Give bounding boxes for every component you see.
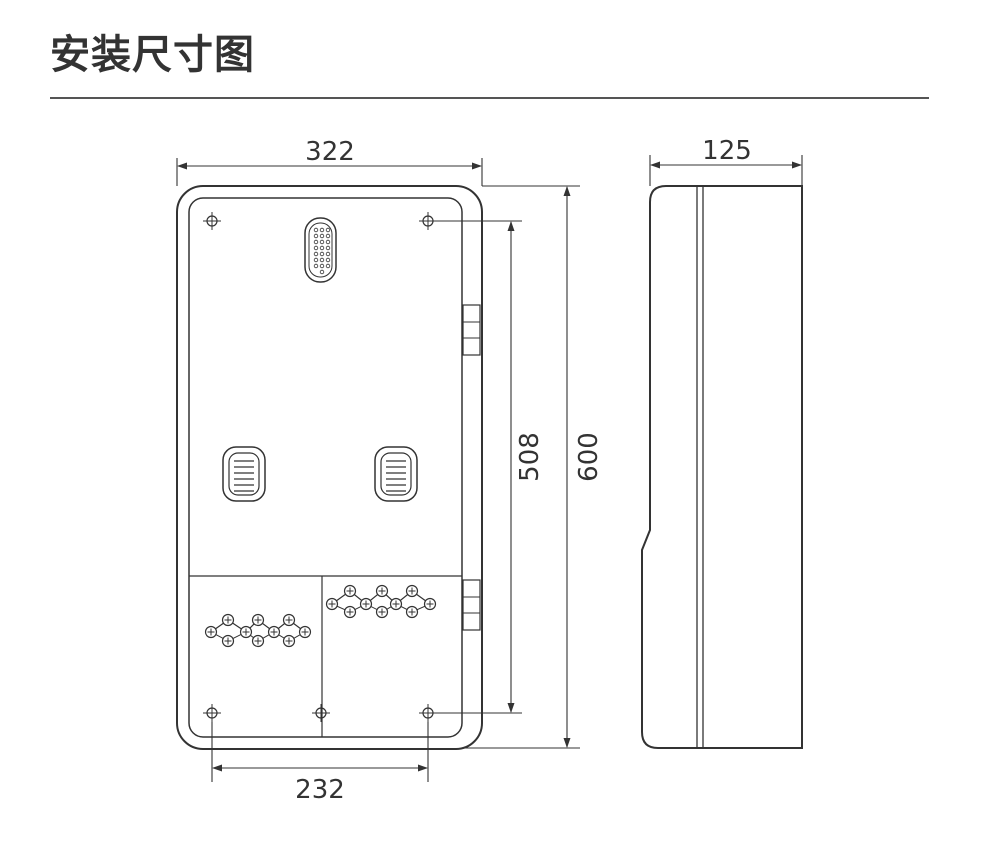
dimension-lines	[176, 155, 803, 782]
height-label: 600	[574, 432, 604, 482]
page-title: 安装尺寸图	[50, 32, 255, 78]
side-profile-outline	[641, 185, 803, 749]
mount-horizontal-label: 232	[295, 775, 345, 805]
side-connector-bottom	[462, 579, 481, 631]
terminal-block-left	[204, 613, 312, 648]
title-divider	[50, 97, 929, 99]
vent-grille-icon	[374, 446, 418, 502]
vent-grille-icon	[222, 446, 266, 502]
side-connector-top	[462, 304, 481, 356]
mount-vertical-label: 508	[515, 432, 545, 482]
front-view	[176, 185, 483, 750]
top-connector-icon	[304, 217, 337, 283]
width-label: 322	[305, 137, 355, 167]
depth-label: 125	[702, 136, 752, 166]
side-view	[641, 185, 803, 749]
terminal-block-right	[325, 584, 437, 619]
